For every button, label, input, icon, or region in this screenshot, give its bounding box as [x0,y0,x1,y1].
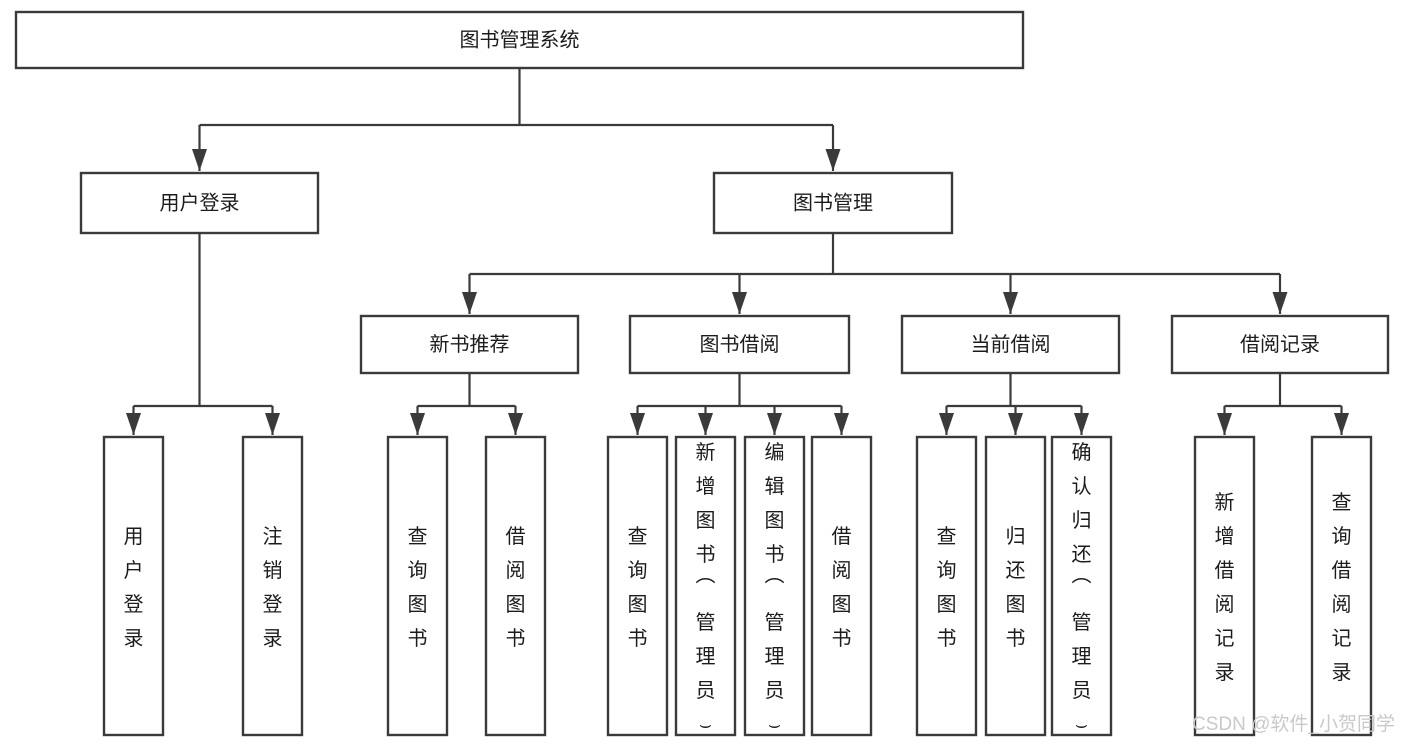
node-label-root: 图书管理系统 [460,28,580,51]
node-box-leaf-query-book-2 [606,435,669,737]
node-label-user-login: 用户登录 [160,191,240,214]
connector-layer [126,68,1349,435]
node-label-leaf-edit-book-admin: 编辑图书⌒管理员⌣ [765,441,785,736]
node-box-leaf-confirm-return-admin [1050,435,1113,737]
node-label-book-manage: 图书管理 [793,191,873,214]
node-label-book-borrow: 图书借阅 [700,333,780,356]
node-leaf-add-borrow-record[interactable]: 新增借阅记录 [1193,435,1256,737]
node-box-leaf-query-borrow-record [1310,435,1373,737]
node-box-leaf-query-book-1 [386,435,449,737]
arrow-head-icon [698,413,713,435]
node-box-leaf-return-book [984,435,1047,737]
node-label-leaf-query-book-1: 查询图书 [408,525,428,650]
node-user-login[interactable]: 用户登录 [79,171,320,235]
node-box-book-manage [712,171,954,235]
arrow-head-icon [126,413,141,435]
arrow-head-icon [462,292,477,314]
node-leaf-query-book-2[interactable]: 查询图书 [606,435,669,737]
arrow-head-icon [1003,292,1018,314]
node-label-leaf-query-borrow-record: 查询借阅记录 [1332,491,1352,684]
node-box-leaf-add-book-admin [674,435,737,737]
node-leaf-add-book-admin[interactable]: 新增图书⌒管理员⌣ [674,435,737,737]
csdn-watermark: CSDN @软件_小贺同学 [1192,713,1395,735]
node-leaf-borrow-book-1[interactable]: 借阅图书 [484,435,547,737]
node-label-leaf-query-book-2: 查询图书 [628,525,648,650]
node-leaf-query-borrow-record[interactable]: 查询借阅记录 [1310,435,1373,737]
node-leaf-user-login[interactable]: 用户登录 [102,435,165,737]
node-box-new-book-rec [359,314,580,375]
node-leaf-query-book-3[interactable]: 查询图书 [915,435,978,737]
arrow-head-icon [265,413,280,435]
arrow-head-icon [767,413,782,435]
arrow-head-icon [410,413,425,435]
node-book-manage[interactable]: 图书管理 [712,171,954,235]
node-leaf-return-book[interactable]: 归还图书 [984,435,1047,737]
node-leaf-borrow-book-2[interactable]: 借阅图书 [810,435,873,737]
node-label-leaf-borrow-book-2: 借阅图书 [832,525,852,650]
node-leaf-query-book-1[interactable]: 查询图书 [386,435,449,737]
arrow-head-icon [939,413,954,435]
node-box-book-borrow [628,314,851,375]
node-label-leaf-query-book-3: 查询图书 [937,525,957,650]
arrow-head-icon [192,149,207,171]
node-label-current-borrow: 当前借阅 [971,333,1051,356]
node-box-borrow-record [1170,314,1390,375]
node-label-leaf-user-logout: 注销登录 [263,525,283,650]
node-label-borrow-record: 借阅记录 [1240,333,1320,356]
node-label-leaf-add-borrow-record: 新增借阅记录 [1215,491,1235,684]
node-layer: 图书管理系统用户登录图书管理新书推荐图书借阅当前借阅借阅记录用户登录注销登录查询… [14,10,1390,737]
node-leaf-user-logout[interactable]: 注销登录 [241,435,304,737]
arrow-head-icon [732,292,747,314]
node-box-leaf-add-borrow-record [1193,435,1256,737]
node-box-leaf-edit-book-admin [743,435,806,737]
node-box-leaf-user-login [102,435,165,737]
node-box-user-login [79,171,320,235]
node-borrow-record[interactable]: 借阅记录 [1170,314,1390,375]
node-label-new-book-rec: 新书推荐 [430,333,510,356]
node-label-leaf-user-login: 用户登录 [124,526,144,650]
node-leaf-edit-book-admin[interactable]: 编辑图书⌒管理员⌣ [743,435,806,737]
node-label-leaf-confirm-return-admin: 确认归还⌒管理员⌣ [1072,441,1092,736]
node-root[interactable]: 图书管理系统 [14,10,1025,70]
arrow-head-icon [1272,292,1288,314]
arrow-head-icon [1074,413,1089,435]
node-box-leaf-borrow-book-2 [810,435,873,737]
node-label-leaf-add-book-admin: 新增图书⌒管理员⌣ [696,441,716,736]
node-box-root [14,10,1025,70]
node-box-current-borrow [900,314,1121,375]
arrow-head-icon [508,413,523,435]
node-box-leaf-user-logout [241,435,304,737]
node-leaf-confirm-return-admin[interactable]: 确认归还⌒管理员⌣ [1050,435,1113,737]
node-box-leaf-borrow-book-1 [484,435,547,737]
node-book-borrow[interactable]: 图书借阅 [628,314,851,375]
node-box-leaf-query-book-3 [915,435,978,737]
node-label-leaf-return-book: 归还图书 [1006,525,1026,650]
arrow-head-icon [1008,413,1023,435]
node-current-borrow[interactable]: 当前借阅 [900,314,1121,375]
arrow-head-icon [825,149,841,171]
arrow-head-icon [834,413,849,435]
node-new-book-rec[interactable]: 新书推荐 [359,314,580,375]
arrow-head-icon [1334,413,1349,435]
arrow-head-icon [1217,413,1232,435]
node-label-leaf-borrow-book-1: 借阅图书 [506,525,526,650]
arrow-head-icon [630,413,645,435]
